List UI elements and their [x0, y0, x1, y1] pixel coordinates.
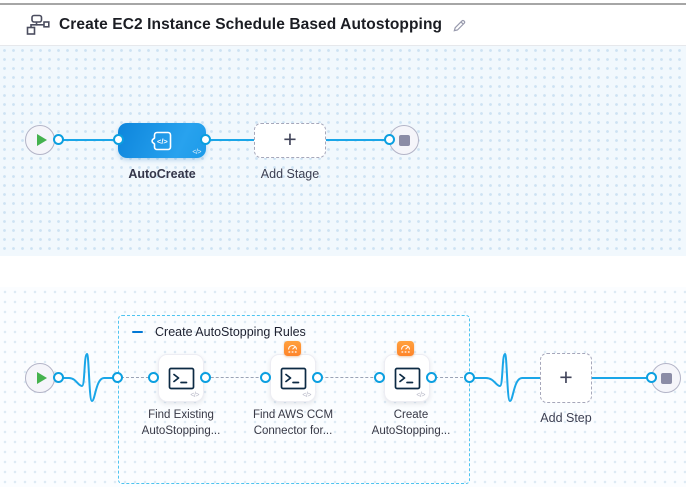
- svg-text:</>: </>: [157, 136, 168, 145]
- execution-start-node: [25, 363, 55, 393]
- step-in-port: [374, 372, 385, 383]
- stop-icon: [398, 134, 410, 146]
- code-glyph-icon: </>: [190, 392, 199, 399]
- step-label: Find Existing AutoStopping...: [141, 409, 221, 438]
- start-node-out-port: [53, 372, 64, 383]
- squiggle-connector: [58, 352, 120, 403]
- step-in-port: [260, 372, 271, 383]
- step-node-find-existing-autostopping[interactable]: </>: [158, 354, 204, 402]
- step-out-port: [312, 372, 323, 383]
- pipeline-flowchart-icon: [26, 14, 50, 35]
- add-step-label: Add Step: [540, 411, 592, 425]
- pipeline-header: Create EC2 Instance Schedule Based Autos…: [0, 5, 686, 46]
- shell-script-icon: [168, 367, 194, 389]
- code-glyph-icon: </>: [302, 392, 311, 399]
- step-in-port: [148, 372, 159, 383]
- step-group-title: Create AutoStopping Rules: [155, 325, 306, 339]
- stop-icon: [660, 372, 672, 384]
- step-label: Find AWS CCM Connector for...: [252, 409, 334, 438]
- play-icon: [36, 134, 47, 146]
- edit-pencil-icon[interactable]: [452, 18, 467, 33]
- connector-line: [326, 139, 390, 141]
- collapse-minus-icon[interactable]: [132, 326, 146, 338]
- shell-script-icon: [280, 367, 306, 389]
- group-in-port: [112, 372, 123, 383]
- stage-canvas[interactable]: </> </> AutoCreate + Add Stage: [0, 46, 686, 256]
- stage-in-port: [113, 134, 124, 145]
- start-node-out-port: [53, 134, 64, 145]
- stage-node-autocreate[interactable]: </> </>: [118, 123, 206, 158]
- stage-out-port: [200, 134, 211, 145]
- end-node-in-port: [384, 134, 395, 145]
- step-group-header: Create AutoStopping Rules: [132, 325, 306, 339]
- code-glyph-icon: </>: [192, 149, 201, 156]
- connector-line: [58, 139, 122, 141]
- step-node-find-aws-ccm-connector[interactable]: </>: [270, 354, 316, 402]
- step-label: Create AutoStopping...: [371, 409, 451, 438]
- connector-line: [592, 377, 652, 379]
- step-node-create-autostopping[interactable]: </>: [384, 354, 430, 402]
- end-node-in-port: [646, 372, 657, 383]
- group-out-port: [464, 372, 475, 383]
- execution-canvas[interactable]: Create AutoStopping Rules </> Find Exist…: [0, 287, 686, 487]
- canvas-bottom-edge: [0, 487, 686, 491]
- add-stage-label: Add Stage: [260, 167, 320, 181]
- stage-label: AutoCreate: [128, 167, 196, 181]
- step-out-port: [200, 372, 211, 383]
- add-stage-button[interactable]: +: [254, 123, 326, 158]
- custom-stage-icon: </>: [151, 131, 172, 150]
- pipeline-start-node: [25, 125, 55, 155]
- add-step-button[interactable]: +: [540, 353, 592, 403]
- execution-end-node: [651, 363, 681, 393]
- play-icon: [36, 372, 47, 384]
- squiggle-connector: [473, 352, 540, 403]
- canvas-divider: [0, 256, 686, 287]
- step-group-create-autostopping-rules[interactable]: Create AutoStopping Rules: [118, 315, 470, 484]
- plus-icon: +: [283, 126, 297, 152]
- shell-script-icon: [394, 367, 420, 389]
- ccm-gauge-icon: [397, 341, 414, 356]
- pipeline-title: Create EC2 Instance Schedule Based Autos…: [59, 16, 443, 33]
- plus-icon: +: [559, 363, 573, 390]
- window-top-divider: [0, 3, 686, 5]
- code-glyph-icon: </>: [416, 392, 425, 399]
- ccm-gauge-icon: [284, 341, 301, 356]
- step-out-port: [426, 372, 437, 383]
- connector-line: [206, 139, 254, 141]
